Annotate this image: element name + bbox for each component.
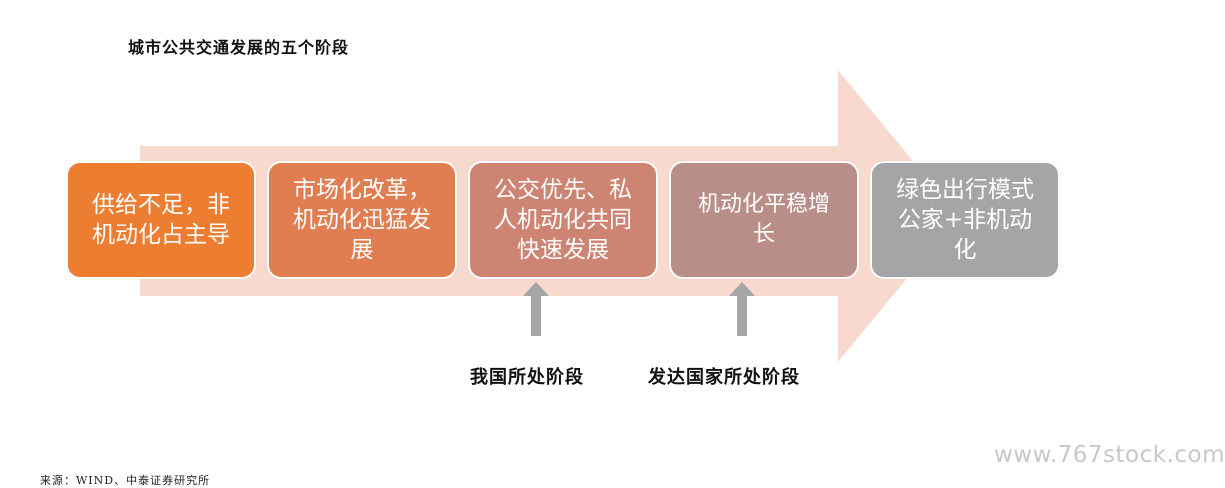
- stage-2-line-1: 市场化改革，: [293, 177, 431, 203]
- stage-3-line-2: 人机动化共同: [494, 207, 632, 233]
- stage-2-line-3: 展: [350, 237, 374, 263]
- stage-5-line-3: 化: [953, 237, 977, 263]
- developed-stage-up-arrow-icon: [729, 282, 755, 336]
- stage-3-line-3: 快速发展: [517, 237, 609, 263]
- china-stage-label: 我国所处阶段: [470, 367, 584, 388]
- stage-3-line-1: 公交优先、私: [494, 177, 632, 203]
- china-stage-up-arrow-icon: [523, 282, 549, 336]
- stage-3-box: 公交优先、私 人机动化共同 快速发展: [468, 161, 658, 279]
- stage-2-box: 市场化改革， 机动化迅猛发 展: [267, 161, 457, 279]
- stage-5-box: 绿色出行模式 公家+非机动 化: [870, 161, 1060, 279]
- developed-stage-label: 发达国家所处阶段: [648, 367, 800, 388]
- watermark: www.767stock.com: [994, 442, 1225, 468]
- stage-4-line-2: 长: [752, 222, 775, 247]
- stage-1-line-1: 供给不足，非: [92, 192, 230, 218]
- stage-2-line-2: 机动化迅猛发: [293, 207, 431, 233]
- diagram-title: 城市公共交通发展的五个阶段: [128, 38, 350, 57]
- stage-1-box: 供给不足，非 机动化占主导: [66, 161, 256, 279]
- stage-4-box: 机动化平稳增 长: [669, 161, 859, 279]
- stage-5-line-2: 公家+非机动: [897, 207, 1033, 233]
- stage-4-line-1: 机动化平稳增: [697, 192, 830, 217]
- stage-1-line-2: 机动化占主导: [92, 222, 230, 248]
- source-note: 来源：WIND、中泰证券研究所: [40, 474, 211, 487]
- stage-5-line-1: 绿色出行模式: [896, 177, 1034, 203]
